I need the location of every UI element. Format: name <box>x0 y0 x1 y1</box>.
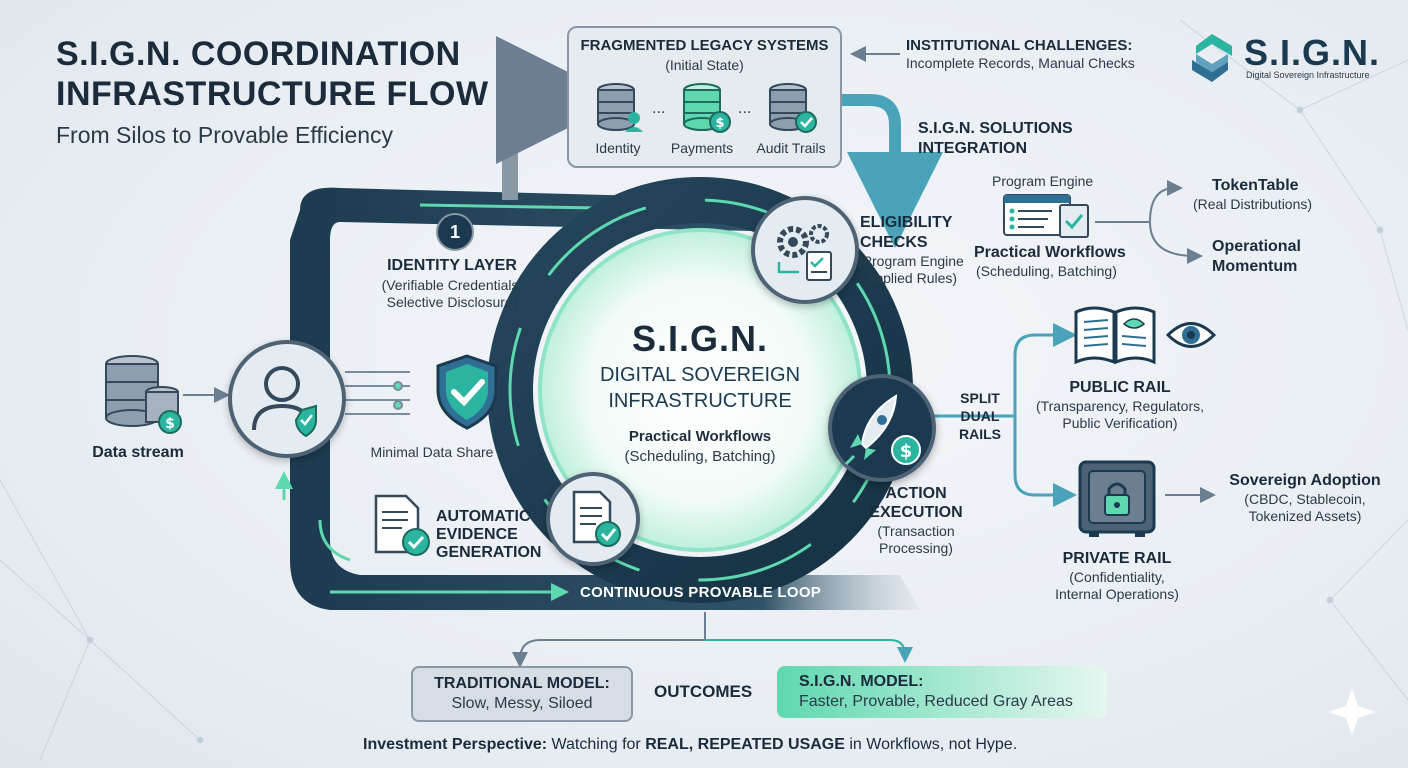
solutions-subtitle: INTEGRATION <box>918 140 1028 157</box>
eligibility-detail-1: (Program Engine <box>858 253 964 269</box>
public-rail-title: PUBLIC RAIL <box>1069 379 1171 396</box>
legacy-subtitle: (Initial State) <box>665 57 744 73</box>
svg-text:$: $ <box>715 116 724 131</box>
public-rail-detail-2: Public Verification) <box>1062 415 1178 431</box>
outcomes-label: OUTCOMES <box>654 682 753 701</box>
sparkle-icon <box>1328 688 1376 736</box>
solutions-title: S.I.G.N. SOLUTIONS <box>918 120 1073 137</box>
center-workflows: Practical Workflows <box>628 428 772 445</box>
action-detail-1: (Transaction <box>877 523 955 539</box>
sign-model-box: S.I.G.N. MODEL: Faster, Provable, Reduce… <box>777 666 1107 718</box>
engine-workflows-detail: (Scheduling, Batching) <box>976 263 1117 279</box>
arrow-legacy-to-solutions <box>840 94 943 248</box>
traditional-detail: Slow, Messy, Siloed <box>451 695 593 712</box>
svg-text:$: $ <box>900 441 913 462</box>
momentum-line-1: Operational <box>1212 238 1301 255</box>
private-rail-title: PRIVATE RAIL <box>1062 550 1172 567</box>
eligibility-detail-2: Applied Rules) <box>866 270 958 286</box>
eligibility-title-1: ELIGIBILITY <box>860 214 953 231</box>
private-rail-detail-1: (Confidentiality, <box>1069 569 1165 585</box>
challenges-detail: Incomplete Records, Manual Checks <box>906 55 1135 71</box>
svg-text:$: $ <box>165 416 175 432</box>
engine-workflows: Practical Workflows <box>974 244 1126 261</box>
loop-label: CONTINUOUS PROVABLE LOOP <box>580 584 822 601</box>
tokentable-title: TokenTable <box>1212 177 1299 194</box>
identity-layer-detail-1: (Verifiable Credentials, <box>381 277 523 293</box>
center-title: S.I.G.N. <box>631 318 769 359</box>
legacy-item-payments: Payments <box>670 140 734 156</box>
evidence-node <box>546 472 640 566</box>
footer-mid: Watching for <box>547 736 646 753</box>
action-title-1: ACTION <box>885 485 947 502</box>
page-title: S.I.G.N. COORDINATION INFRASTRUCTURE FLO… <box>56 35 489 113</box>
split-line-1: SPLIT <box>960 390 1000 406</box>
challenges-title: INSTITUTIONAL CHALLENGES: <box>906 37 1133 54</box>
legacy-ellipsis-2: ... <box>738 100 752 117</box>
traditional-model-box: TRADITIONAL MODEL: Slow, Messy, Siloed <box>411 666 633 722</box>
evidence-line-1: AUTOMATIC <box>436 508 531 525</box>
footer-emph: REAL, REPEATED USAGE <box>645 736 845 753</box>
eligibility-title-2: CHECKS <box>860 234 928 251</box>
step-badge: 1 <box>436 213 474 251</box>
brand-name: S.I.G.N. <box>1244 32 1381 73</box>
sign-model-detail: Faster, Provable, Reduced Gray Areas <box>799 693 1073 710</box>
sovereign-detail-2: Tokenized Assets) <box>1248 508 1362 524</box>
document-check-icon <box>572 490 621 547</box>
stream-lines <box>345 371 410 415</box>
center-line-1: DIGITAL SOVEREIGN <box>599 364 801 386</box>
legacy-item-identity: Identity <box>595 140 641 156</box>
brand-tagline: Digital Sovereign Infrastructure <box>1246 70 1370 80</box>
footer-tail: in Workflows, not Hype. <box>844 736 1018 753</box>
engine-branches <box>1095 180 1203 264</box>
identity-layer-title: IDENTITY LAYER <box>387 257 517 274</box>
action-title-2: EXECUTION <box>869 504 963 521</box>
split-line-3: RAILS <box>959 426 1001 442</box>
evidence-line-3: GENERATION <box>436 544 542 561</box>
evidence-line-2: EVIDENCE <box>436 526 518 543</box>
sovereign-detail-1: (CBDC, Stablecoin, <box>1244 491 1366 507</box>
center-line-2: INFRASTRUCTURE <box>608 390 792 412</box>
network-decoration <box>0 19 1408 761</box>
legacy-item-audit: Audit Trails <box>756 140 826 156</box>
user-icon <box>252 366 317 438</box>
page-subtitle: From Silos to Provable Efficiency <box>56 122 394 148</box>
rails-branches <box>930 323 1077 507</box>
sign-model-title: S.I.G.N. MODEL: <box>799 673 924 690</box>
action-node: $ <box>828 374 936 482</box>
footer-lead: Investment Perspective: <box>363 736 548 753</box>
private-rail-detail-2: Internal Operations) <box>1055 586 1179 602</box>
gear-checklist-icon <box>777 224 832 281</box>
brand-mark-icon <box>1192 34 1232 82</box>
tokentable-detail: (Real Distributions) <box>1193 196 1313 212</box>
identity-layer-detail-2: Selective Disclosure) <box>386 294 518 310</box>
action-detail-2: Processing) <box>879 540 953 556</box>
minimal-share-label: Minimal Data Share <box>370 444 494 460</box>
center-workflows-detail: (Scheduling, Batching) <box>624 448 776 465</box>
brand-logo <box>1188 32 1236 84</box>
legacy-title: FRAGMENTED LEGACY SYSTEMS <box>580 37 829 54</box>
outcome-branches <box>512 612 913 668</box>
identity-node <box>228 340 346 458</box>
data-stream-label: Data stream <box>92 444 184 461</box>
legacy-ellipsis-1: ... <box>652 100 666 117</box>
arrow-loop-to-legacy <box>496 36 624 200</box>
public-rail-detail-1: (Transparency, Regulators, <box>1035 398 1205 414</box>
momentum-line-2: Momentum <box>1212 258 1298 275</box>
rocket-icon: $ <box>844 394 921 466</box>
footer-note: Investment Perspective: Watching for REA… <box>363 736 1017 754</box>
sovereign-title: Sovereign Adoption <box>1229 472 1381 489</box>
traditional-title: TRADITIONAL MODEL: <box>434 675 610 692</box>
eligibility-node <box>751 196 859 304</box>
split-line-2: DUAL <box>960 408 1000 424</box>
program-engine-label: Program Engine <box>992 173 1094 189</box>
